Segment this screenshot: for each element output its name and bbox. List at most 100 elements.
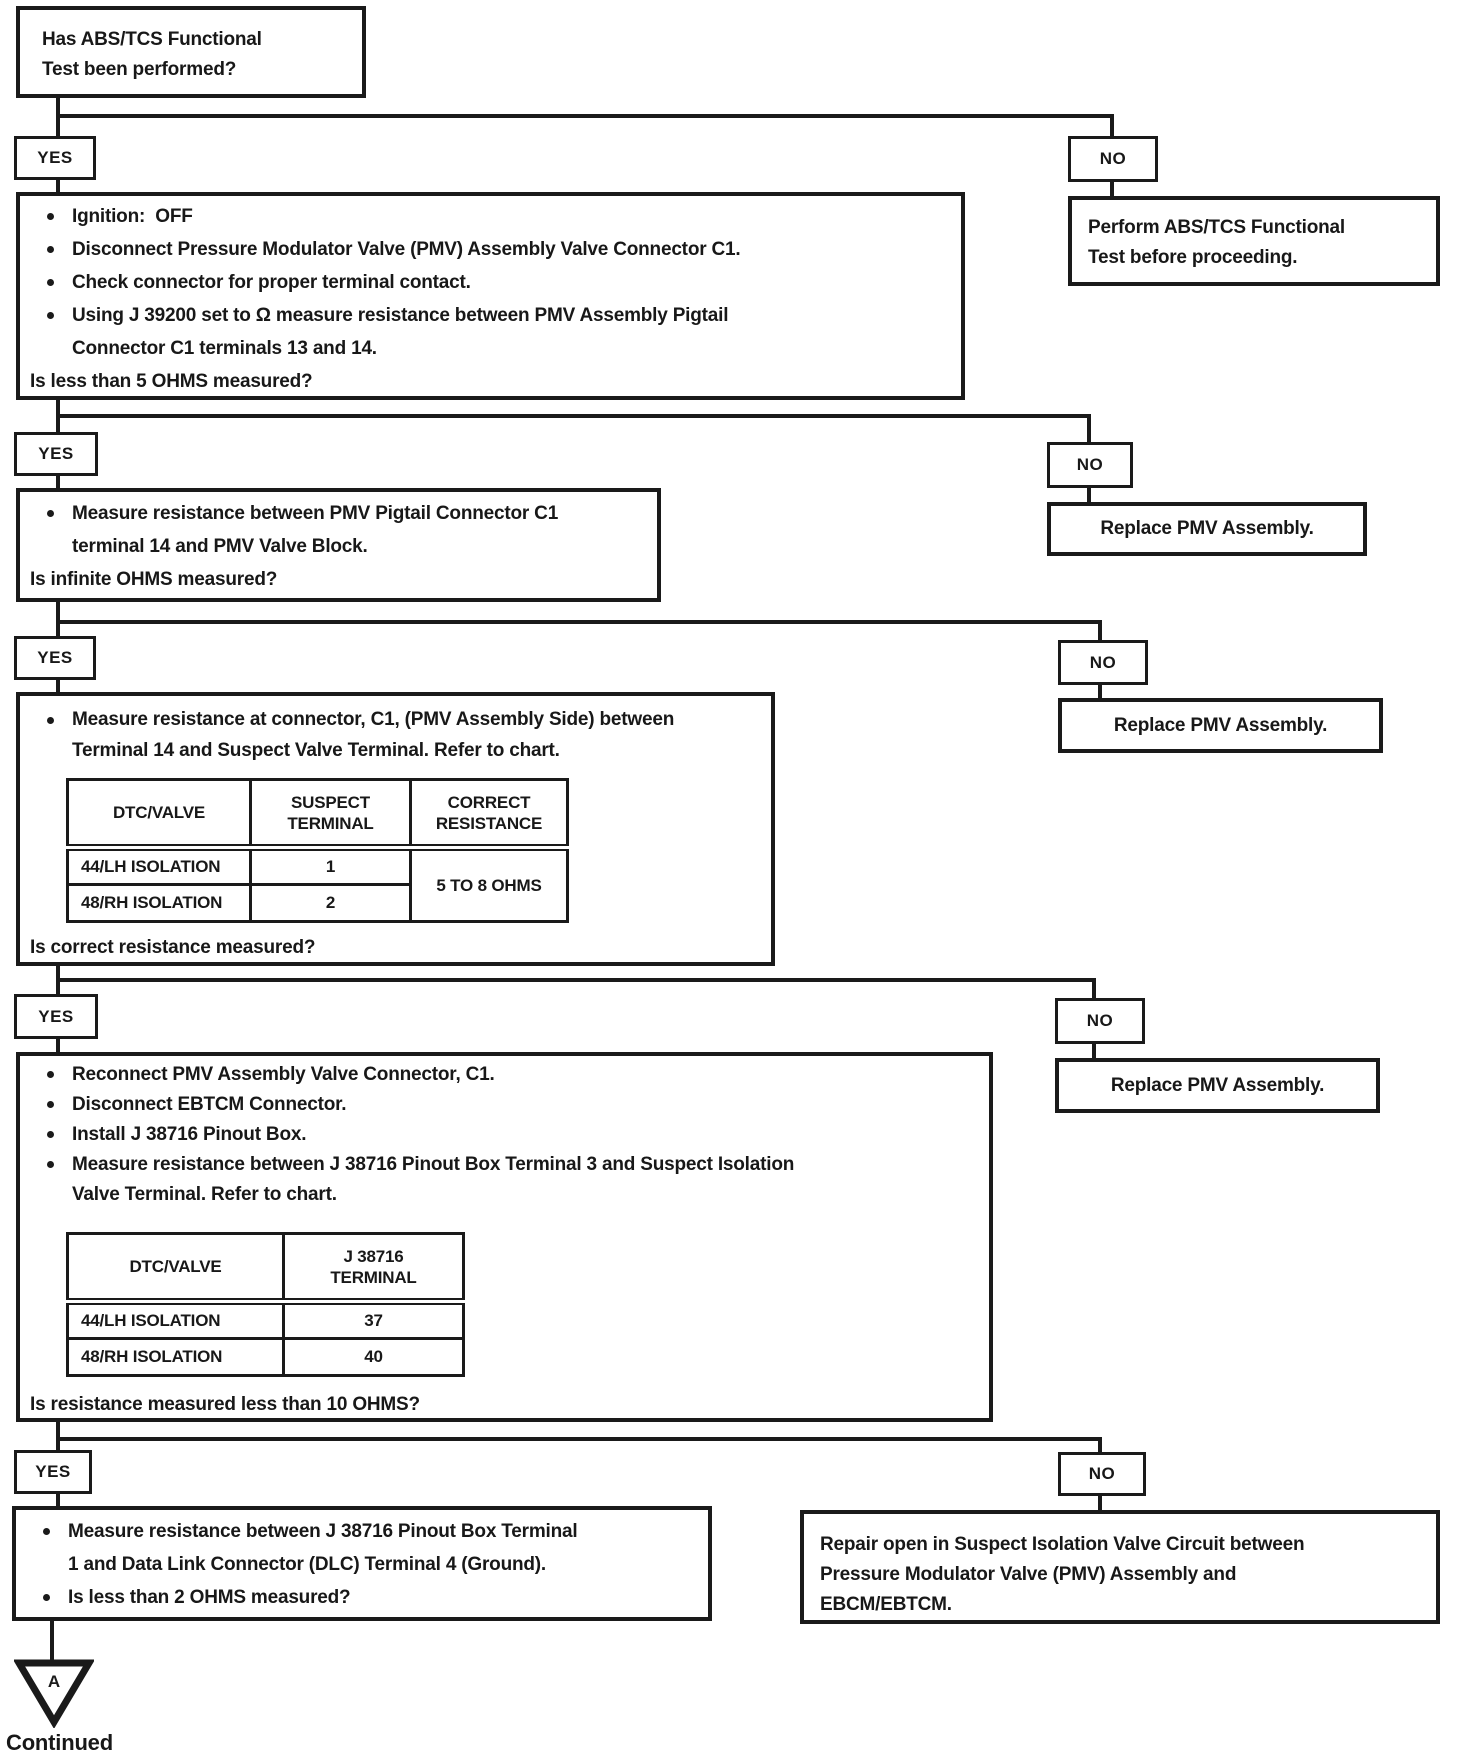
step-bullet-line: Is less than 2 OHMS measured? <box>16 1581 708 1614</box>
no-action-line: Test before proceeding. <box>1088 247 1298 268</box>
connector-line <box>56 98 60 138</box>
table-cell-terminal: 37 <box>282 1300 465 1340</box>
connector-line <box>56 414 1091 418</box>
yes-label-step5: YES <box>14 1450 92 1494</box>
yes-label-step3: YES <box>14 636 96 680</box>
connector-line <box>1110 182 1114 196</box>
table-row: 44/LH ISOLATION 1 5 TO 8 OHMS <box>66 846 569 923</box>
connector-line <box>56 680 60 692</box>
step-bullet-line: Check connector for proper terminal cont… <box>20 266 961 299</box>
triangle-connector-icon: A <box>12 1659 96 1729</box>
step-continuation-line: Terminal 14 and Suspect Valve Terminal. … <box>72 740 560 761</box>
step2-no-action-box: Replace PMV Assembly. <box>1047 502 1367 556</box>
step4-no-action-box: Replace PMV Assembly. <box>1055 1058 1380 1113</box>
start-question-line: Test been performed? <box>42 59 237 80</box>
connector-a-label: A <box>48 1672 60 1691</box>
table-cell-dtc: 48/RH ISOLATION <box>66 1337 285 1377</box>
table-cell-terminal: 40 <box>282 1337 465 1377</box>
step-continuation-line: 1 and Data Link Connector (DLC) Terminal… <box>68 1554 546 1575</box>
bullet-icon <box>47 312 54 319</box>
step-bullet-line: Using J 39200 set to Ω measure resistanc… <box>20 299 961 332</box>
bullet-icon <box>47 510 54 517</box>
table-header-dtc-valve: DTC/VALVE <box>66 778 252 851</box>
yes-label-step4: YES <box>14 994 98 1039</box>
bullet-icon <box>47 279 54 286</box>
bullet-icon <box>47 717 54 724</box>
table-header-j38716-terminal: J 38716 TERMINAL <box>282 1232 465 1305</box>
step-bullet-line: Ignition: OFF <box>20 200 961 233</box>
table-row: 48/RH ISOLATION 40 <box>66 1337 465 1377</box>
step4-instruction-box: Reconnect PMV Assembly Valve Connector, … <box>16 1052 993 1422</box>
connector-line <box>56 602 60 636</box>
no-label-step3: NO <box>1058 640 1148 685</box>
step3-no-action-box: Replace PMV Assembly. <box>1058 698 1383 753</box>
step-bullet-line: Measure resistance between J 38716 Pinou… <box>16 1515 708 1548</box>
step-bullet-line: Measure resistance at connector, C1, (PM… <box>20 704 771 735</box>
no-action-line: Repair open in Suspect Isolation Valve C… <box>820 1534 1305 1555</box>
step-bullet-line: Install J 38716 Pinout Box. <box>20 1120 989 1150</box>
step-question-line: Is correct resistance measured? <box>30 937 316 958</box>
step-bullet-line: Reconnect PMV Assembly Valve Connector, … <box>20 1060 989 1090</box>
connector-line <box>1092 1044 1096 1058</box>
connector-line <box>56 114 1114 118</box>
connector-line <box>56 476 60 488</box>
pinout-terminal-table: DTC/VALVE J 38716 TERMINAL 44/LH ISOLATI… <box>66 1232 465 1377</box>
table-row: 48/RH ISOLATION 2 <box>66 883 568 923</box>
yes-label-step1: YES <box>14 136 96 180</box>
step-continuation-line: terminal 14 and PMV Valve Block. <box>72 536 368 557</box>
step-bullet-line: Disconnect EBTCM Connector. <box>20 1090 989 1120</box>
bullet-icon <box>47 1071 54 1078</box>
step-continuation-line: Connector C1 terminals 13 and 14. <box>72 338 377 359</box>
suspect-terminal-table: DTC/VALVE SUSPECT TERMINAL CORRECT RESIS… <box>66 778 569 923</box>
connector-line <box>1087 414 1091 442</box>
connector-line <box>56 620 1102 624</box>
table-cell-correct-resistance: 5 TO 8 OHMS <box>409 846 569 923</box>
connector-line <box>56 978 1096 982</box>
step3-instruction-box: Measure resistance at connector, C1, (PM… <box>16 692 775 966</box>
table-cell-dtc: 44/LH ISOLATION <box>66 846 252 886</box>
step1-no-action-box: Perform ABS/TCS Functional Test before p… <box>1068 196 1440 286</box>
bullet-icon <box>43 1528 50 1535</box>
no-label-step4: NO <box>1055 998 1145 1044</box>
bullet-icon <box>47 1161 54 1168</box>
off-page-connector-a: A <box>12 1658 96 1733</box>
step-question-line: Is resistance measured less than 10 OHMS… <box>30 1394 420 1415</box>
connector-line <box>1092 978 1096 998</box>
step2-instruction-box: Measure resistance between PMV Pigtail C… <box>16 488 661 602</box>
table-cell-terminal: 1 <box>249 846 412 886</box>
step1-instruction-box: Ignition: OFF Disconnect Pressure Modula… <box>16 192 965 400</box>
no-label-step5: NO <box>1058 1452 1146 1496</box>
no-label-step1: NO <box>1068 136 1158 182</box>
step-bullet-line: Measure resistance between PMV Pigtail C… <box>20 497 657 530</box>
bullet-icon <box>47 246 54 253</box>
step5-instruction-box: Measure resistance between J 38716 Pinou… <box>12 1506 712 1621</box>
step-bullet-line: Disconnect Pressure Modulator Valve (PMV… <box>20 233 961 266</box>
no-action-line: Pressure Modulator Valve (PMV) Assembly … <box>820 1564 1237 1585</box>
step-question-line: Is infinite OHMS measured? <box>30 569 278 590</box>
connector-line <box>1110 114 1114 136</box>
connector-line <box>1087 488 1091 502</box>
no-action-line: EBCM/EBTCM. <box>820 1594 952 1615</box>
step-bullet-line: Measure resistance between J 38716 Pinou… <box>20 1150 989 1180</box>
bullet-icon <box>43 1594 50 1601</box>
connector-line <box>1098 1496 1102 1510</box>
start-question-box: Has ABS/TCS Functional Test been perform… <box>16 6 366 98</box>
table-header-suspect-terminal: SUSPECT TERMINAL <box>249 778 412 851</box>
no-action-line: Perform ABS/TCS Functional <box>1088 217 1345 238</box>
connector-line <box>50 1621 54 1667</box>
table-cell-dtc: 48/RH ISOLATION <box>66 883 252 923</box>
connector-line <box>1098 620 1102 640</box>
step5-no-action-box: Repair open in Suspect Isolation Valve C… <box>800 1510 1440 1624</box>
bullet-icon <box>47 213 54 220</box>
connector-line <box>1098 685 1102 698</box>
no-label-step2: NO <box>1047 442 1133 488</box>
step-question-line: Is less than 5 OHMS measured? <box>30 371 313 392</box>
connector-line <box>56 1494 60 1506</box>
table-header-correct-resistance: CORRECT RESISTANCE <box>409 778 569 851</box>
connector-line <box>56 1422 60 1450</box>
table-header-dtc-valve: DTC/VALVE <box>66 1232 285 1305</box>
connector-line <box>56 180 60 192</box>
yes-label-step2: YES <box>14 432 98 476</box>
continued-label: Continued <box>6 1730 113 1755</box>
